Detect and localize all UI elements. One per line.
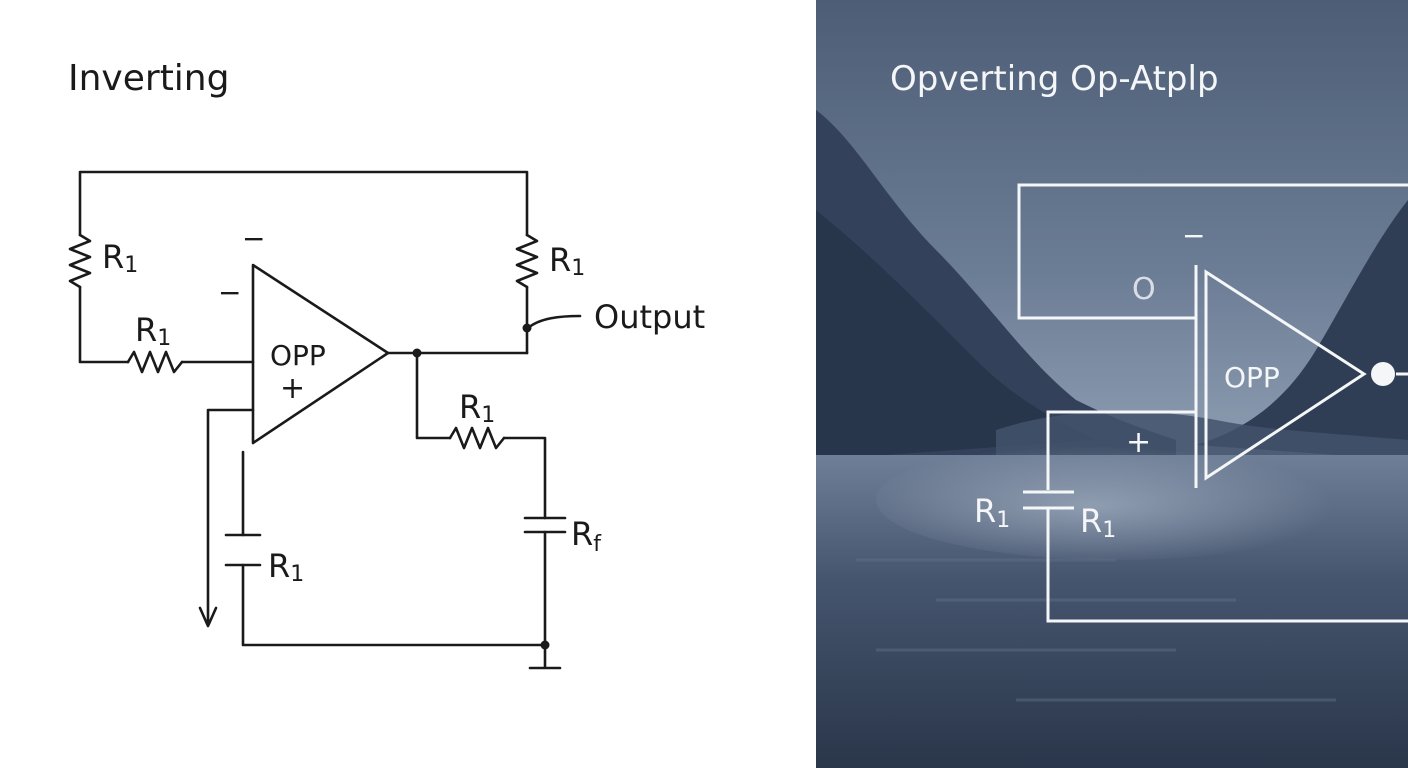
- label-r-top-left: R1: [102, 238, 138, 278]
- wire-noninverting-arrow: [206, 408, 255, 624]
- op-amp-triangle: [1204, 269, 1367, 481]
- resistor-top-left: [68, 233, 92, 289]
- label-r-output: R1: [459, 388, 495, 428]
- label-capacitor-right: R1: [1080, 502, 1116, 543]
- label-rf: Rf: [571, 515, 602, 557]
- resistor-input: [126, 350, 184, 374]
- label-feedback-symbol: O: [1132, 272, 1156, 307]
- junction-output: [412, 348, 422, 358]
- left-schematic-panel: Inverting: [68, 58, 706, 670]
- output-lead: [526, 314, 582, 330]
- op-amp-triangle: [251, 263, 390, 445]
- junction-ground: [540, 640, 550, 650]
- label-amp-name: OPP: [1224, 361, 1280, 394]
- resistor-top-right: [515, 233, 539, 289]
- water-reflection: [876, 440, 1356, 560]
- label-capacitor-bottom: R1: [268, 547, 304, 587]
- right-title: Opverting Op-Atplp: [890, 59, 1219, 99]
- label-plus-input: +: [1126, 425, 1151, 460]
- output-node: [1371, 362, 1395, 386]
- landscape-circuit-overlay: Opverting Op-Atplp − O OPP + R1 R1: [816, 0, 1408, 768]
- label-minus-input: −: [1182, 219, 1205, 252]
- label-plus-input: +: [280, 371, 305, 406]
- capacitor-bottom: [224, 533, 262, 567]
- wire-top-loop: [78, 170, 529, 237]
- wire-bottom-loop: [1046, 508, 1408, 623]
- mountain-right: [1196, 200, 1408, 460]
- resistor-output: [448, 426, 506, 450]
- wire-left-down: [78, 285, 130, 364]
- arrow-head: [198, 606, 218, 628]
- junction-output-lead: [522, 323, 532, 333]
- wire-plus-branch: [1046, 410, 1196, 490]
- label-amp-name: OPP: [270, 339, 326, 372]
- label-r-top-right: R1: [549, 241, 585, 281]
- label-r-input: R1: [135, 311, 171, 351]
- wire-to-rf: [502, 436, 547, 520]
- left-title: Inverting: [68, 58, 229, 99]
- wire-feedback-box: [1017, 183, 1408, 320]
- wire-branch-down: [415, 351, 452, 440]
- mountain-left-shade: [816, 210, 1096, 460]
- inverting-circuit-diagram: Inverting: [68, 58, 705, 670]
- label-output: Output: [594, 298, 705, 336]
- label-capacitor-left: R1: [974, 492, 1010, 533]
- capacitor-right: [523, 516, 567, 534]
- water-ripples: [856, 558, 1336, 702]
- wire-bottom-return: [241, 563, 547, 647]
- right-landscape-panel: Opverting Op-Atplp − O OPP + R1 R1: [816, 0, 1408, 768]
- label-minus-top: −: [242, 222, 265, 255]
- label-minus-input: −: [218, 276, 241, 309]
